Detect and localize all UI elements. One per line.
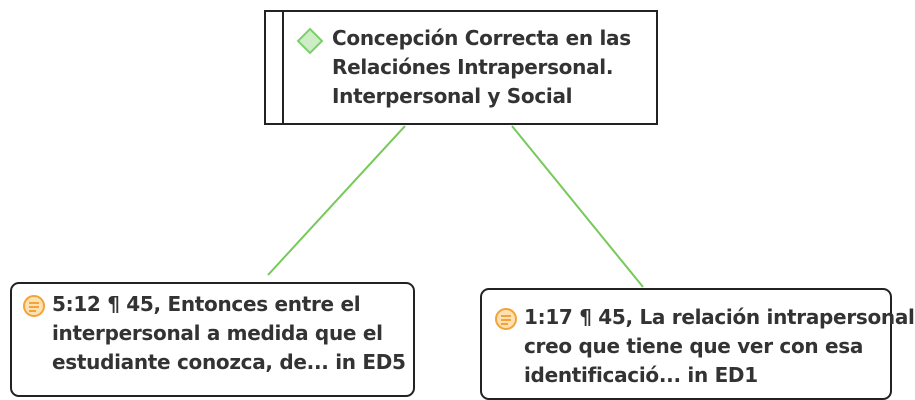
link-code-to-quotation-5-12 xyxy=(267,125,406,276)
quotation-node-5-12[interactable]: 5:12 ¶ 45, Entonces entre el interperson… xyxy=(10,282,415,397)
quotation-node-1-17[interactable]: 1:17 ¶ 45, La relación intrapersonal cre… xyxy=(480,288,915,400)
quotation-line: identificació... in ED1 xyxy=(524,363,758,387)
diamond-code-icon xyxy=(296,27,324,55)
code-node-bar xyxy=(282,12,284,123)
quotation-icon xyxy=(23,295,45,317)
code-node-line: Concepción Correcta en las xyxy=(332,26,631,50)
code-node-line: Relaciónes Intrapersonal. xyxy=(332,55,614,79)
quotation-line: 1:17 ¶ 45, La relación intrapersonal xyxy=(524,305,915,329)
code-node[interactable]: Concepción Correcta en las Relaciónes In… xyxy=(264,10,658,125)
quotation-line: 5:12 ¶ 45, Entonces entre el xyxy=(52,292,361,316)
quotation-line: creo que tiene que ver con esa xyxy=(524,334,864,358)
code-node-label: Concepción Correcta en las Relaciónes In… xyxy=(332,24,631,111)
quotation-line: interpersonal a medida que el xyxy=(52,321,383,345)
quotation-label: 5:12 ¶ 45, Entonces entre el interperson… xyxy=(52,290,406,377)
quotation-label: 1:17 ¶ 45, La relación intrapersonal cre… xyxy=(524,303,915,390)
link-code-to-quotation-1-17 xyxy=(511,125,644,288)
quotation-line: estudiante conozca, de... in ED5 xyxy=(52,350,406,374)
quotation-icon xyxy=(495,308,517,330)
code-node-line: Interpersonal y Social xyxy=(332,84,573,108)
